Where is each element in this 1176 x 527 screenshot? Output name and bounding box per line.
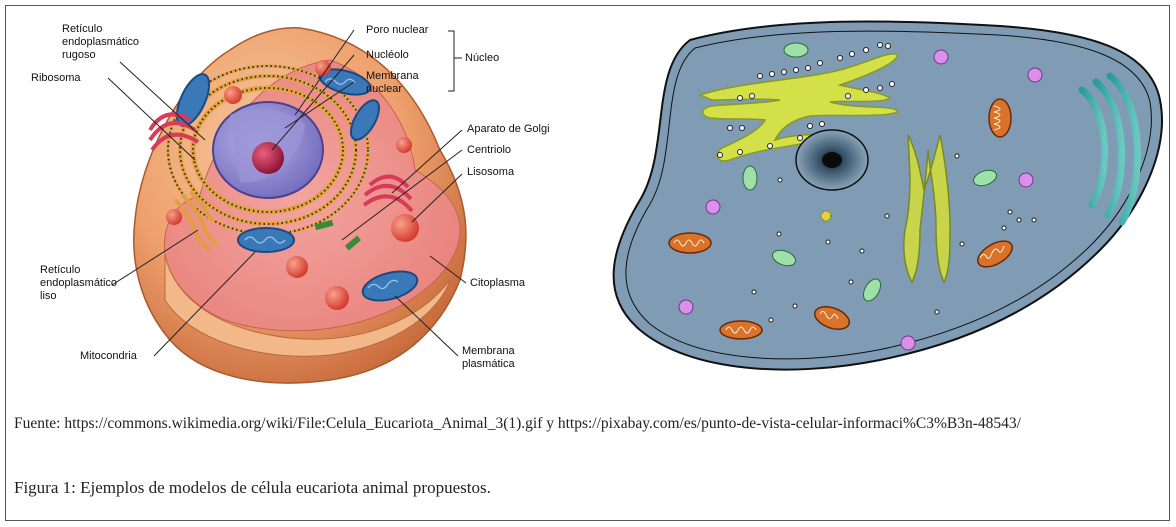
label-nuclear-membrane: Membrana nuclear — [366, 70, 419, 96]
label-nuclear-pore: Poro nuclear — [366, 24, 428, 37]
label-ribosome: Ribosoma — [31, 72, 81, 85]
label-smooth-er: Retículo endoplasmático liso — [40, 264, 117, 303]
figure-caption: Figura 1: Ejemplos de modelos de célula … — [14, 476, 491, 500]
label-cytoplasm: Citoplasma — [470, 277, 525, 290]
label-nucleus: Núcleo — [465, 52, 499, 65]
label-mitochondria: Mitocondria — [80, 350, 137, 363]
label-rough-er: Retículo endoplasmático rugoso — [62, 23, 139, 62]
label-nucleolus: Nucléolo — [366, 49, 409, 62]
label-centriole: Centriolo — [467, 144, 511, 157]
figure-source: Fuente: https://commons.wikimedia.org/wi… — [14, 412, 1159, 436]
nucleolus — [252, 142, 284, 174]
label-lysosome: Lisosoma — [467, 166, 514, 179]
label-plasma-membrane: Membrana plasmática — [462, 345, 515, 371]
label-golgi: Aparato de Golgi — [467, 123, 550, 136]
